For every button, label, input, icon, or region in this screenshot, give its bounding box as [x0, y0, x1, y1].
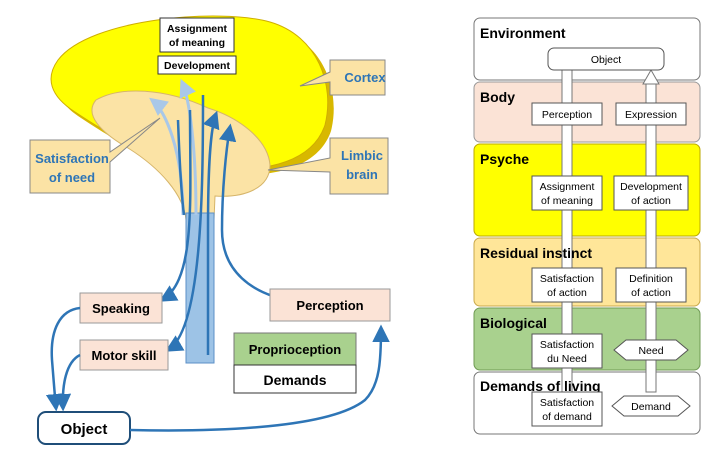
- satisfaction-line1: Satisfaction: [35, 151, 109, 166]
- layer-diagram: Environment Body Psyche Residual instinc…: [473, 17, 701, 435]
- perception-box: [269, 288, 391, 322]
- development-node-line2: of action: [631, 195, 671, 207]
- need-node-label: Need: [638, 345, 663, 357]
- assignment-node-line1: Assignment: [540, 181, 595, 193]
- object-box: [37, 411, 131, 445]
- arrow-motor-object: [53, 353, 81, 412]
- arrow-to-motor-skill: [164, 94, 205, 352]
- arrow-perception-up: [218, 123, 299, 304]
- satisfaction-line2: of need: [49, 170, 95, 185]
- satisfaction-need-line2: du Need: [547, 353, 587, 365]
- path-inner-cortex: [176, 119, 186, 216]
- object-node: [547, 47, 665, 71]
- satisfaction-need-node: [531, 333, 603, 369]
- limbic-line1: Limbic: [341, 148, 383, 163]
- assignment-node: [531, 175, 603, 211]
- layer-title-body: Body: [480, 89, 515, 105]
- object-node-label: Object: [591, 54, 621, 66]
- cortex-callout: [299, 59, 386, 96]
- definition-node-line2: of action: [631, 287, 671, 299]
- motor-skill-box: [79, 339, 169, 371]
- perception-node-label: Perception: [542, 109, 592, 121]
- demands-box: [233, 364, 357, 394]
- limbic-callout: [267, 137, 389, 195]
- arrow-proprioception-up: [202, 110, 220, 355]
- development-node: [613, 175, 689, 211]
- assignment-line2: of meaning: [169, 37, 225, 49]
- layer-title-demands-of-living: Demands of living: [480, 378, 601, 394]
- channel-right-arrowhead: [642, 68, 660, 85]
- definition-node-line1: Definition: [629, 273, 673, 285]
- layer-title-psyche: Psyche: [480, 151, 529, 167]
- demand-node-label: Demand: [631, 401, 671, 413]
- layer-title-environment: Environment: [480, 25, 566, 41]
- satisfaction-demand-line2: of demand: [542, 411, 592, 423]
- assignment-box: [159, 17, 235, 53]
- definition-node: [615, 267, 687, 303]
- satisfaction-callout: [29, 117, 161, 194]
- satisfaction-demand-node: [531, 391, 603, 427]
- limbic-line2: brain: [346, 167, 378, 182]
- satisfaction-demand-line1: Satisfaction: [540, 397, 594, 409]
- speaking-label: Speaking: [92, 301, 150, 316]
- cortex-label: Cortex: [344, 70, 386, 85]
- development-label: Development: [164, 60, 230, 72]
- assignment-line1: Assignment: [167, 23, 228, 35]
- satisfaction-need-line1: Satisfaction: [540, 339, 594, 351]
- brain-diagram: Assignment of meaning Development Cortex…: [29, 15, 391, 445]
- layer-title-residual-instinct: Residual instinct: [480, 245, 592, 261]
- demands-label: Demands: [263, 372, 326, 388]
- arrow-to-assignment-light: [179, 78, 198, 216]
- demand-node: [611, 395, 691, 417]
- need-node: [613, 339, 689, 361]
- perception-label: Perception: [296, 298, 363, 313]
- satisfaction-action-node: [531, 267, 603, 303]
- arrow-object-perception: [129, 324, 390, 432]
- perception-node: [531, 102, 603, 126]
- motor-skill-label: Motor skill: [91, 348, 156, 363]
- development-node-line1: Development: [620, 181, 682, 193]
- proprioception-box: [233, 332, 357, 366]
- arrow-to-speaking: [158, 109, 192, 302]
- satisfaction-action-line2: of action: [547, 287, 587, 299]
- expression-node: [615, 102, 687, 126]
- assignment-node-line2: of meaning: [541, 195, 593, 207]
- development-box: [157, 55, 237, 75]
- object-label: Object: [61, 421, 108, 438]
- satisfaction-action-line1: Satisfaction: [540, 273, 594, 285]
- proprioception-label: Proprioception: [249, 342, 342, 357]
- layer-title-biological: Biological: [480, 315, 547, 331]
- expression-node-label: Expression: [625, 109, 677, 121]
- speaking-box: [79, 292, 163, 324]
